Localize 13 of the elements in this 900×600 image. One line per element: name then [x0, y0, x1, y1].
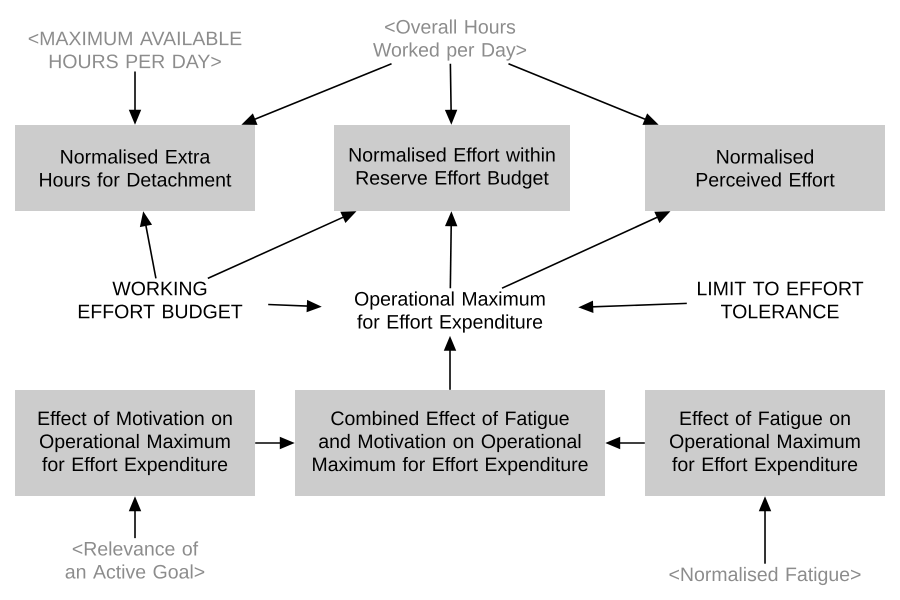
shadow-variable-text: <Normalised Fatigue> [670, 566, 860, 586]
variable-box: Effect of Fatigue on Operational Maximum for Effort Expenditure [645, 390, 885, 496]
variable-text: Operational Maximum for Effort Expenditure [355, 291, 545, 333]
variable-text: WORKING EFFORT BUDGET [78, 282, 242, 318]
shadow-variable-text: <Overall Hours Worked per Day> [373, 19, 526, 61]
shadow-variable-text: <Relevance of an Active Goal> [66, 541, 204, 579]
shadow-variable-text: <MAXIMUM AVAILABLE HOURS PER DAY> [28, 32, 242, 68]
variable-text: LIMIT TO EFFORT TOLERANCE [698, 282, 864, 318]
variable-box: Normalised Extra Hours for Detachment [15, 125, 255, 211]
variable-box: Effect of Motivation on Operational Maximum for Effort Expenditure [15, 390, 255, 496]
variable-box: Normalised Effort within Reserve Effort Budget [334, 125, 570, 211]
variable-box: Combined Effect of Fatigue and Motivation on Operational Maximum for Effort Expenditure [295, 390, 605, 496]
variable-box: Normalised Perceived Effort [645, 125, 885, 211]
